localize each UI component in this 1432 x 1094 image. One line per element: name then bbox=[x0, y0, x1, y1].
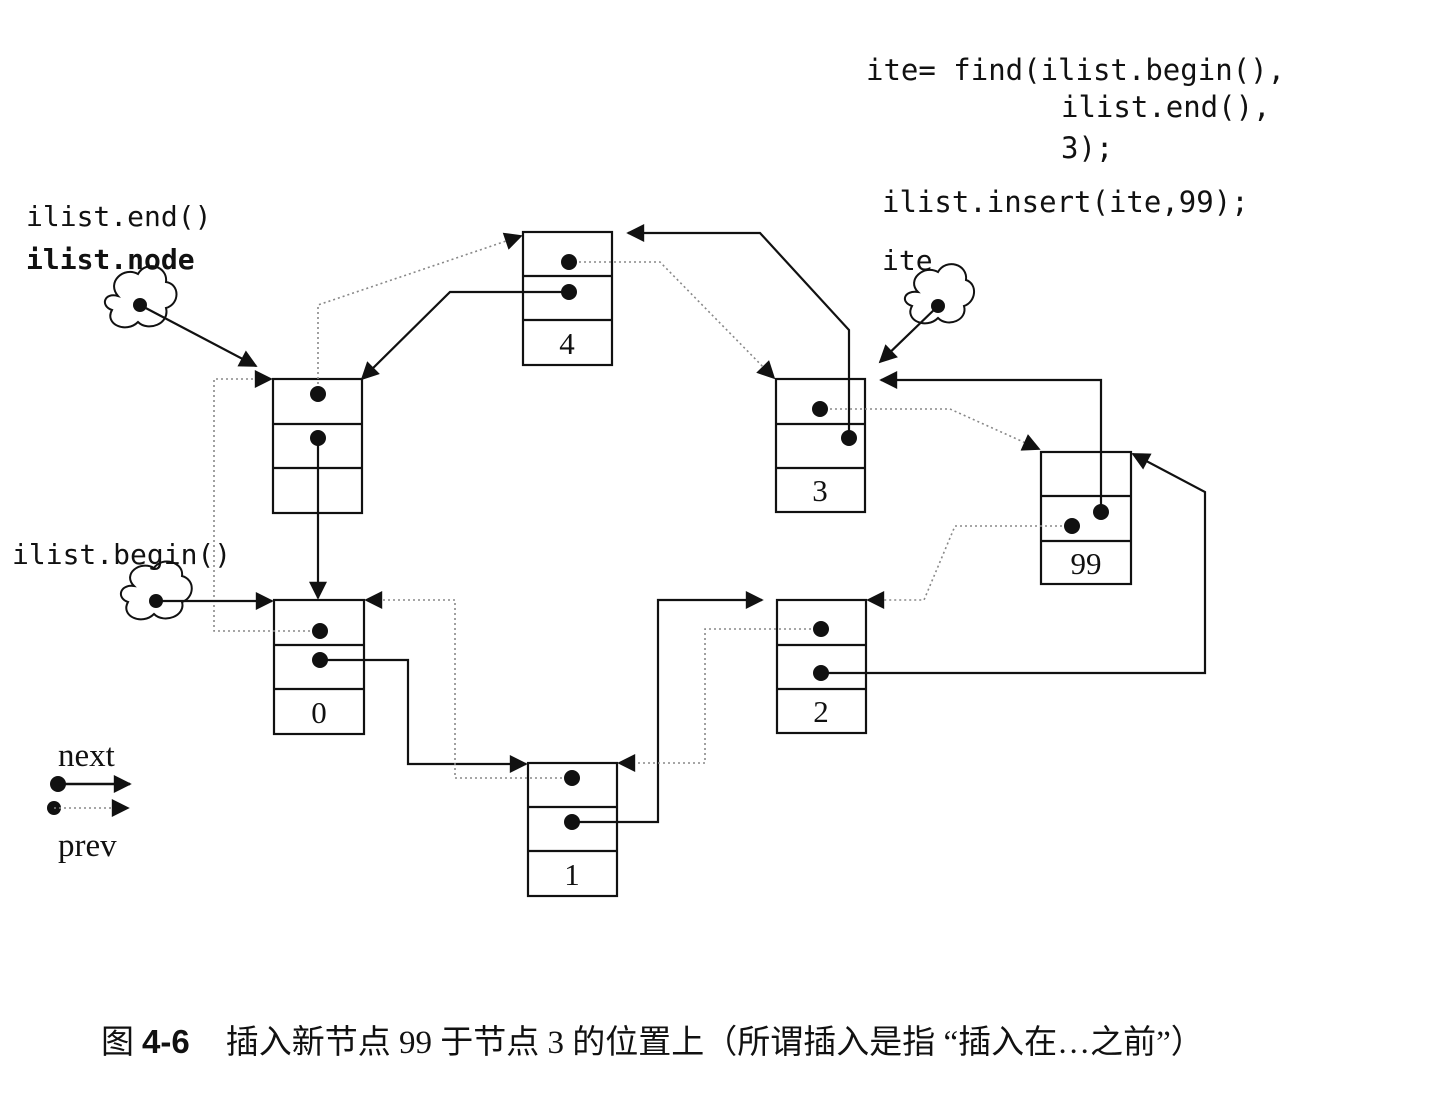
prev-link-end-to-4 bbox=[317, 232, 523, 394]
prev-links bbox=[213, 232, 1072, 779]
label-ilist-begin: ilist.begin() bbox=[12, 538, 232, 571]
prev-link-99-to-2 bbox=[866, 525, 1072, 609]
legend-next-label: next bbox=[58, 738, 115, 774]
caption-prefix: 图 bbox=[101, 1025, 134, 1061]
node-99-box bbox=[1039, 450, 1133, 586]
caption-text: 插入新节点 99 于节点 3 的位置上（所谓插入是指 “插入在…之前”） bbox=[225, 1025, 1204, 1061]
prev-link-4-to-3 bbox=[569, 261, 776, 380]
dot-end-next bbox=[310, 430, 326, 446]
legend-prev-arrow bbox=[47, 799, 130, 817]
node-0-box bbox=[272, 598, 366, 736]
dot-3-next bbox=[841, 430, 857, 446]
dot-99-prev bbox=[1064, 518, 1080, 534]
node-3-box bbox=[774, 377, 867, 514]
dot-4-prev bbox=[561, 254, 577, 270]
legend-prev-label: prev bbox=[58, 828, 117, 864]
label-ilist-end: ilist.end() bbox=[26, 200, 212, 233]
label-ite: ite bbox=[882, 244, 933, 277]
node-99-value: 99 bbox=[1071, 546, 1102, 581]
pointer-dots bbox=[310, 254, 1109, 830]
dot-99-next bbox=[1093, 504, 1109, 520]
next-link-4-to-end bbox=[360, 290, 569, 381]
next-link-3-to-4 bbox=[626, 224, 851, 438]
cloud-ite bbox=[878, 263, 975, 364]
next-link-0-to-1 bbox=[320, 658, 528, 773]
code-find-line-3: 3); bbox=[1061, 131, 1114, 165]
node-1-box bbox=[526, 761, 619, 898]
cloud-end-node bbox=[103, 265, 258, 367]
diagram-canvas: 4 3 99 0 2 1 bbox=[12, 53, 1286, 1060]
cloud-begin bbox=[119, 560, 274, 621]
dot-2-prev bbox=[813, 621, 829, 637]
node-2-box bbox=[775, 598, 868, 735]
code-insert-line: ilist.insert(ite,99); bbox=[882, 185, 1249, 219]
next-link-2-to-99 bbox=[821, 453, 1207, 675]
dot-0-next bbox=[312, 652, 328, 668]
legend-next-arrow bbox=[50, 775, 132, 793]
node-0-value: 0 bbox=[311, 695, 327, 730]
code-find-line-2: ilist.end(), bbox=[1061, 90, 1271, 124]
dot-end-prev bbox=[310, 386, 326, 402]
node-3-value: 3 bbox=[812, 473, 828, 508]
caption-figure-number: 4-6 bbox=[142, 1023, 190, 1060]
code-find-line-1: ite= find(ilist.begin(), bbox=[866, 53, 1286, 87]
label-ilist-node: ilist.node bbox=[26, 243, 195, 276]
next-link-99-to-3 bbox=[879, 371, 1103, 512]
prev-link-0-to-end bbox=[213, 370, 320, 632]
dot-2-next bbox=[813, 665, 829, 681]
node-4-value: 4 bbox=[559, 326, 575, 361]
dot-0-prev bbox=[312, 623, 328, 639]
dot-1-next bbox=[564, 814, 580, 830]
dot-1-prev bbox=[564, 770, 580, 786]
prev-link-2-to-1 bbox=[617, 628, 821, 772]
prev-link-3-to-99 bbox=[820, 408, 1041, 451]
dot-4-next bbox=[561, 284, 577, 300]
prev-link-1-to-0 bbox=[364, 591, 572, 779]
node-2-value: 2 bbox=[813, 694, 829, 729]
list-diagram: 4 3 99 0 2 1 bbox=[47, 224, 1207, 898]
next-links bbox=[309, 224, 1207, 824]
node-4-box bbox=[521, 230, 614, 367]
node-1-value: 1 bbox=[564, 857, 580, 892]
next-link-1-to-2 bbox=[572, 591, 764, 824]
dot-3-prev bbox=[812, 401, 828, 417]
